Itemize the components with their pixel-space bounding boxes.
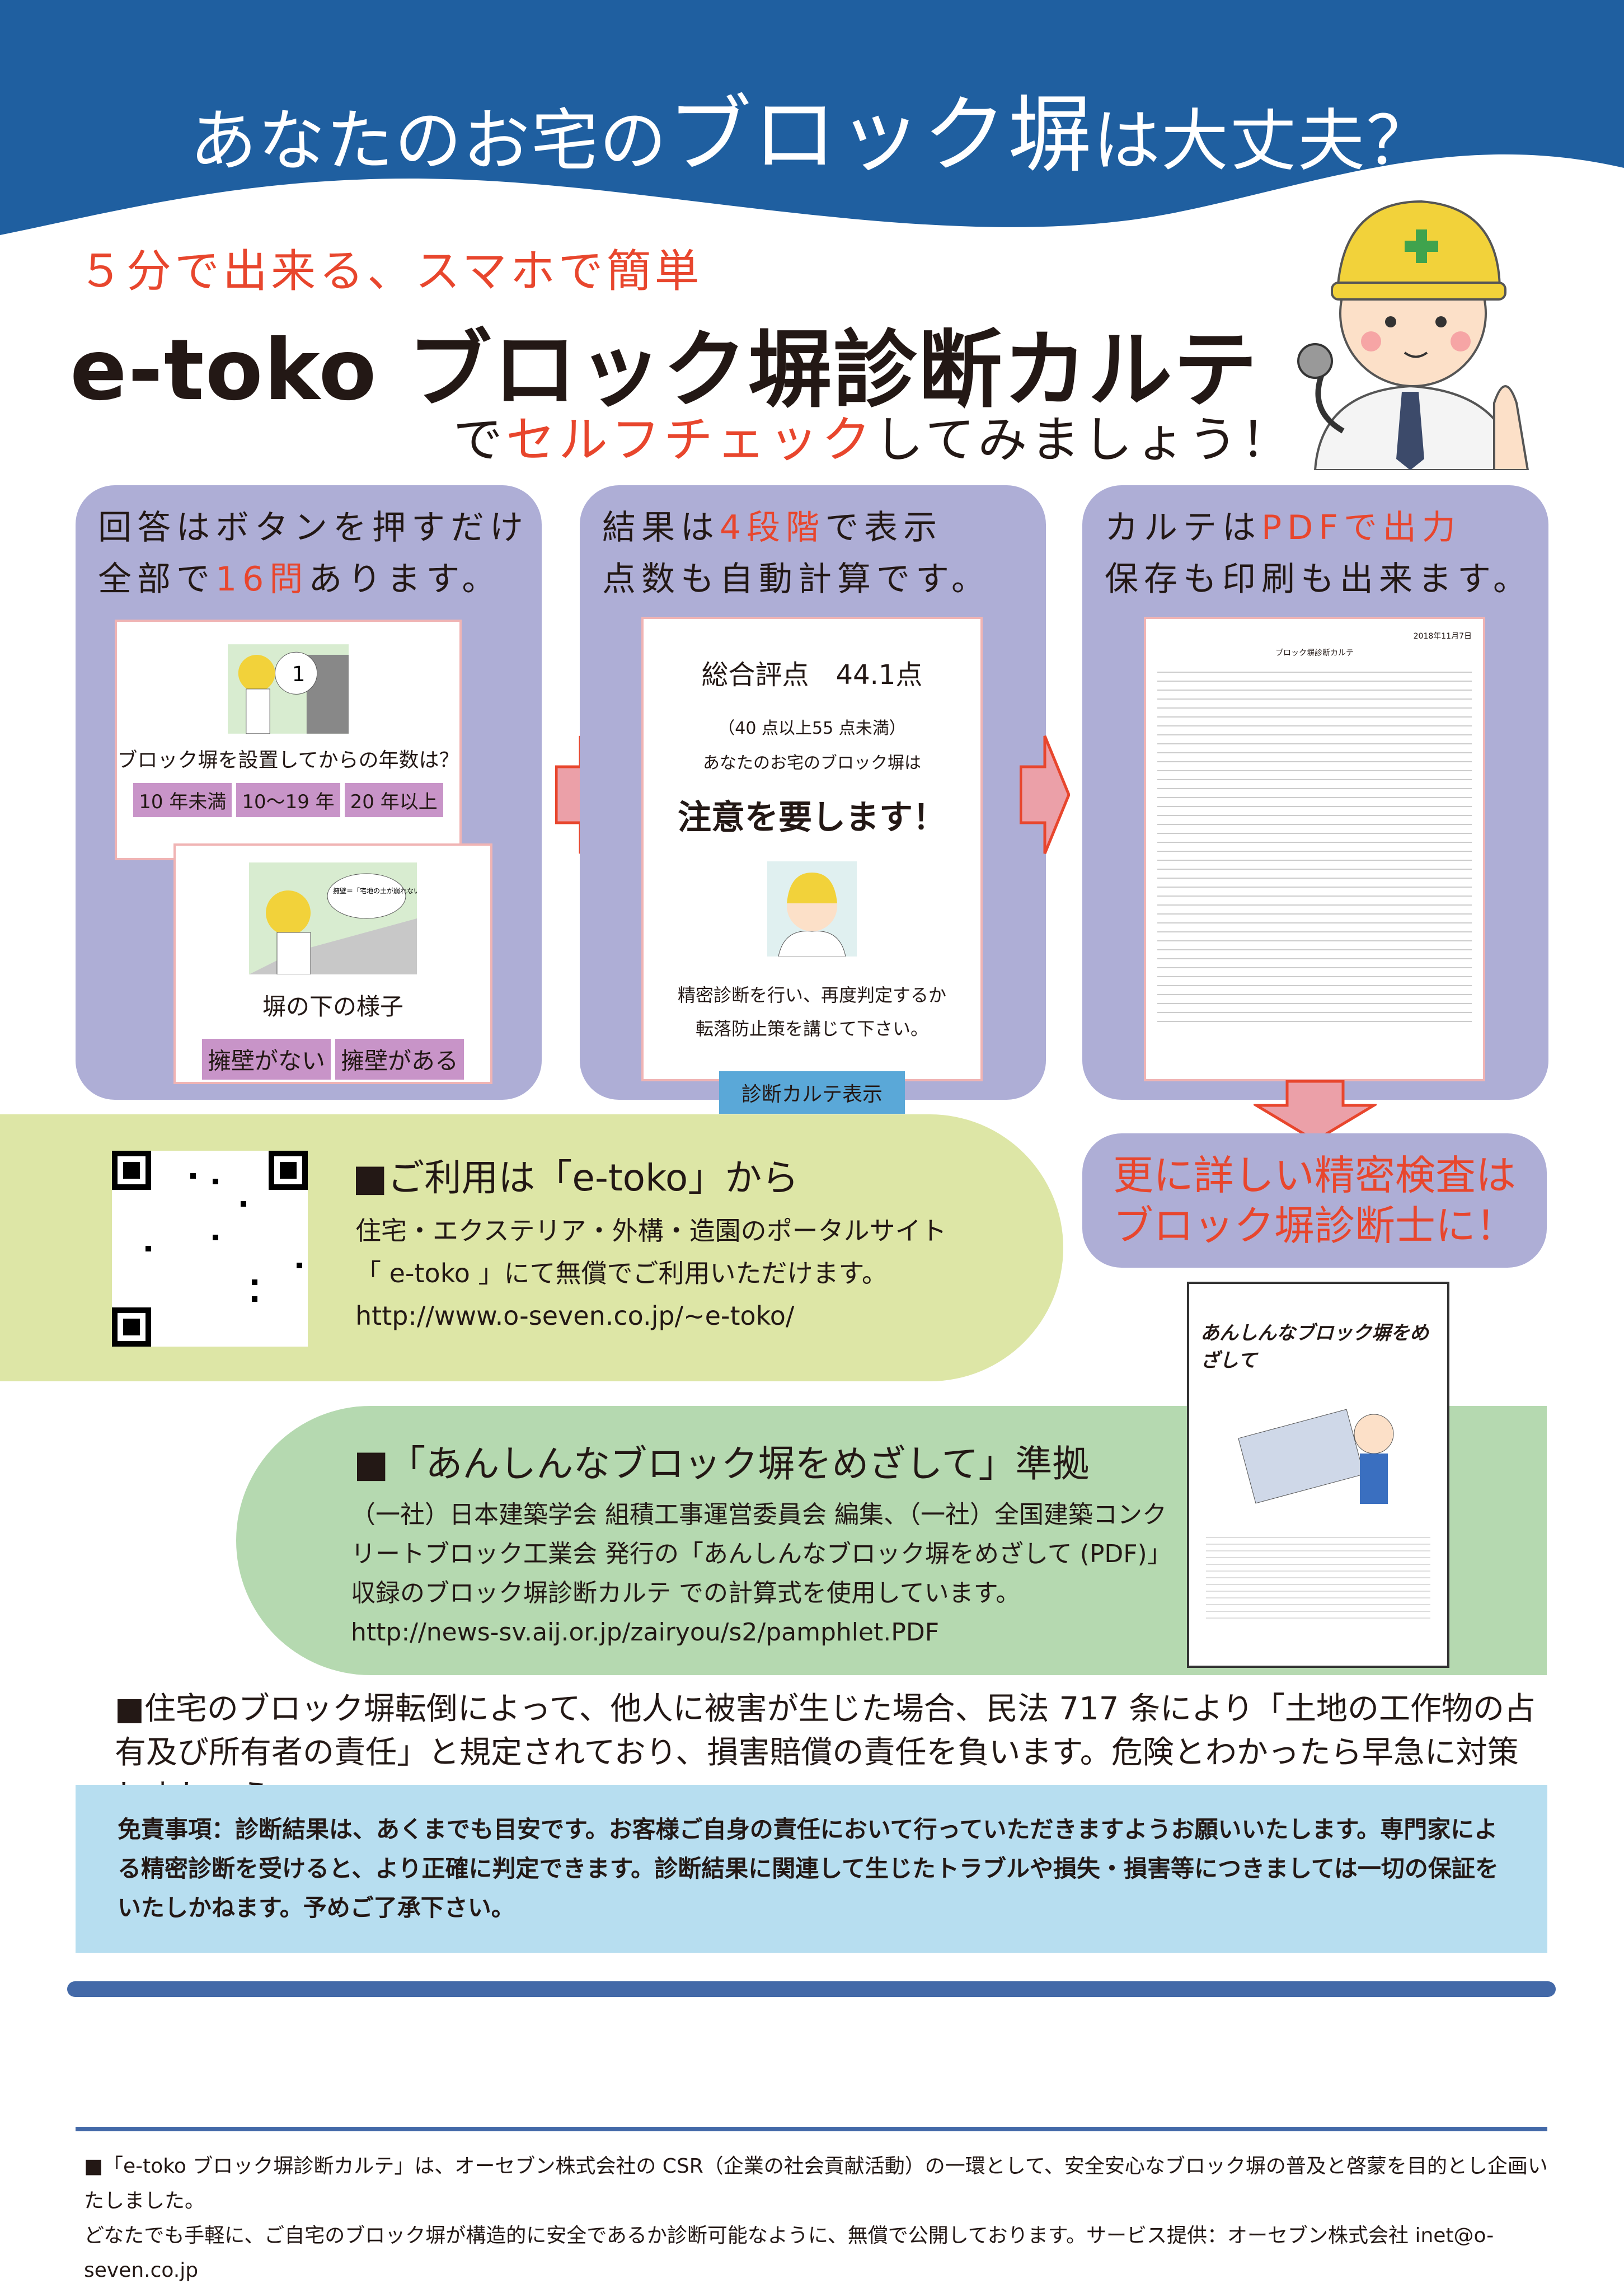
- total-score: 総合評点 44.1点: [701, 659, 923, 691]
- basis-heading: ■「あんしんなブロック塀をめざして」準拠: [354, 1442, 1090, 1485]
- panel-heading: 結果は4段階で表示: [602, 508, 943, 547]
- usage-section: ■ご利用は「e-toko」から 住宅・エクステリア・外構・造園のポータルサイト「…: [0, 1114, 1063, 1381]
- worried-worker-icon: [767, 861, 857, 957]
- step-panel-result: 結果は4段階で表示点数も自動計算です。 総合評点 44.1点 （40 点以上55…: [580, 485, 1046, 1114]
- panel-heading-2: 点数も自動計算です。: [602, 560, 991, 599]
- booklet-title: あんしんなブロック塀をめざして: [1200, 1322, 1429, 1372]
- karte-date: 2018年11月7日: [1413, 632, 1472, 641]
- inspector-character-illustration: [1297, 200, 1529, 470]
- advice-line-2: 転落防止策を講じて下さい。: [695, 1018, 928, 1039]
- footer-divider: [76, 2127, 1547, 2131]
- qr-code[interactable]: [112, 1151, 308, 1347]
- pdf-karte-preview: 2018年11月7日 ブロック塀診断カルテ: [1144, 617, 1485, 1081]
- booklet-text: [1206, 1531, 1430, 1621]
- arrow-down-icon: [1254, 1080, 1377, 1142]
- booklet-illustration: [1238, 1409, 1394, 1504]
- step-panel-answer: 回答はボタンを押すだけ全部で16問あります。 1 ブロック塀を設置してからの年数…: [76, 485, 542, 1100]
- svg-text:1: 1: [292, 662, 306, 686]
- panel-heading: 回答はボタンを押すだけ: [98, 508, 529, 547]
- question-text-2: 塀の下の様子: [262, 993, 403, 1020]
- result-lead: あなたのお宅のブロック塀は: [703, 753, 921, 773]
- panel-heading: カルテはPDFで出力: [1105, 508, 1461, 547]
- worker-wall-icon: 擁壁＝「宅地の土が崩れないよう支えるための壁」: [249, 862, 487, 975]
- option-under-10[interactable]: 10 年未満: [133, 783, 232, 817]
- panel-heading-2: 全部で16問あります。: [98, 560, 501, 599]
- basis-text: （一社）日本建築学会 組積工事運営委員会 編集、（一社）全国建築コンクリートブロ…: [351, 1495, 1172, 1652]
- usage-url[interactable]: http://www.o-seven.co.jp/~e-toko/: [355, 1301, 795, 1331]
- usage-heading: ■ご利用は「e-toko」から: [353, 1156, 799, 1199]
- result-card: 総合評点 44.1点 （40 点以上55 点未満） あなたのお宅のブロック塀は …: [641, 617, 983, 1114]
- footer: ■「e-toko ブロック塀診断カルテ」は、オーセブン株式会社の CSR（企業の…: [84, 2155, 1548, 2282]
- panel-heading-2: 保存も印刷も出来ます。: [1105, 560, 1532, 599]
- tagline: ５分で出来る、スマホで簡単: [78, 245, 703, 297]
- svg-text:擁壁＝「宅地の土が崩れないよう支えるための壁」: 擁壁＝「宅地の土が崩れないよう支えるための壁」: [333, 887, 417, 895]
- expert-callout: 更に詳しい精密検査はブロック塀診断士に！: [1082, 1133, 1547, 1268]
- arrow-right-icon: [1020, 735, 1070, 854]
- question-text: ブロック塀を設置してからの年数は？: [117, 749, 459, 772]
- advice-line-1: 精密診断を行い、再度判定するか: [677, 984, 946, 1006]
- karte-title: ブロック塀診断カルテ: [1275, 649, 1354, 658]
- product-name: e-toko ブロック塀診断カルテ: [70, 322, 1259, 419]
- show-karte-button[interactable]: 診断カルテ表示: [719, 1071, 905, 1114]
- booklet-cover: あんしんなブロック塀をめざして: [1187, 1282, 1449, 1668]
- basis-url[interactable]: http://news-sv.aij.or.jp/zairyou/s2/pamp…: [351, 1618, 940, 1647]
- option-no-retaining-wall[interactable]: 擁壁がない: [201, 1039, 331, 1080]
- self-check-cta: でセルフチェックしてみましょう！: [453, 411, 1294, 468]
- option-10-19[interactable]: 10～19 年: [236, 783, 340, 817]
- step-panel-pdf: カルテはPDFで出力保存も印刷も出来ます。 2018年11月7日 ブロック塀診断…: [1082, 485, 1548, 1100]
- usage-text: 住宅・エクステリア・外構・造園のポータルサイト「 e-toko 」にて無償でご利…: [355, 1209, 947, 1337]
- score-range: （40 点以上55 点未満）: [718, 719, 906, 738]
- result-verdict: 注意を要します！: [678, 798, 946, 837]
- worker-calendar-icon: 1: [228, 644, 349, 734]
- option-20-plus[interactable]: 20 年以上: [344, 783, 443, 817]
- karte-table: [1157, 664, 1472, 1028]
- option-retaining-wall[interactable]: 擁壁がある: [335, 1039, 464, 1080]
- header-wave: [0, 0, 1624, 235]
- question-card-2: 擁壁＝「宅地の土が崩れないよう支えるための壁」 塀の下の様子 擁壁がない擁壁があ…: [173, 843, 492, 1084]
- disclaimer: 免責事項：診断結果は、あくまでも目安です。お客様ご自身の責任において行っていただ…: [76, 1785, 1547, 1953]
- divider: [67, 1981, 1556, 1997]
- page-title: あなたのお宅のブロック塀は大丈夫？: [189, 87, 1434, 184]
